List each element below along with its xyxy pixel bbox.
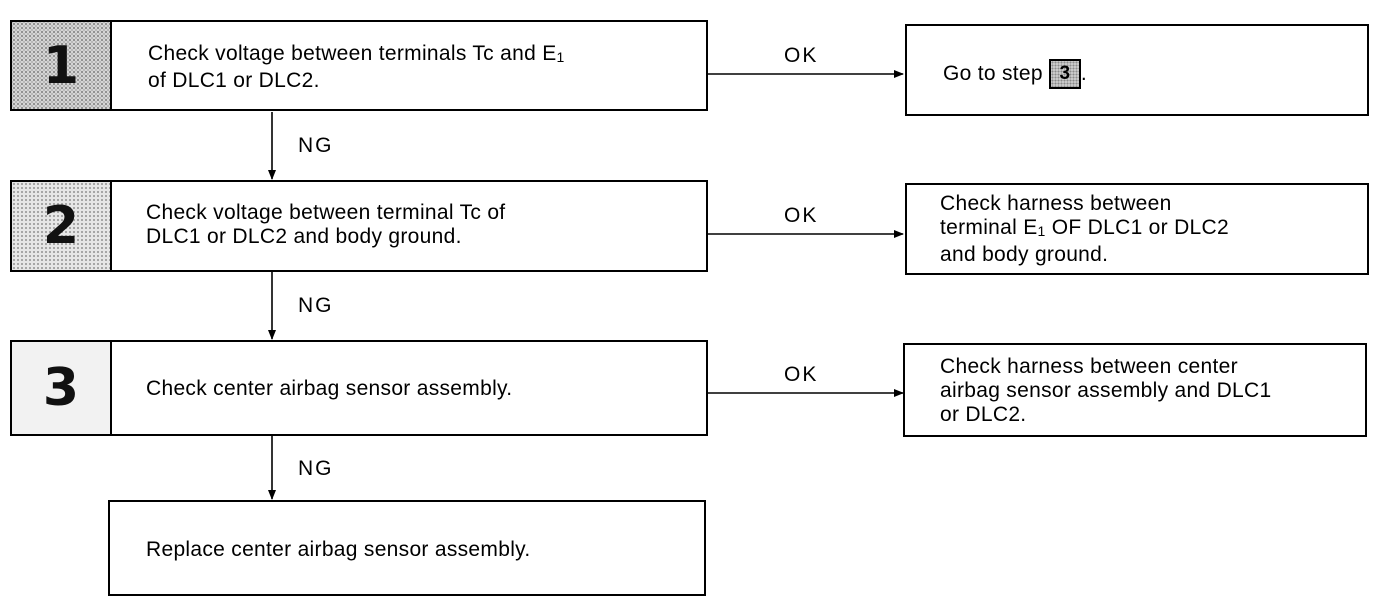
step-3-result-text: Check harness between center airbag sens… [940,355,1271,427]
step-1-subscript: 1 [556,49,565,65]
step-2-result-line2-rest: OF DLC1 or DLC2 [1045,216,1229,239]
step-1-ok-label: OK [784,44,819,67]
step-2-line1: Check voltage between terminal Tc of [146,201,506,224]
step-3-result-line3: or DLC2. [940,403,1027,426]
step-3-text: Check center airbag sensor assembly. [146,377,512,401]
final-action-text: Replace center airbag sensor assembly. [146,538,531,561]
step-1-box: Check voltage between terminals Tc and E… [110,20,708,111]
step-3-number: 3 [10,340,112,436]
step-3-ng-label: NG [298,457,334,480]
step-1-line2: of DLC1 or DLC2. [148,69,320,92]
step-3-reference: 3 [1048,59,1081,90]
step-1-number-label: 1 [42,35,80,96]
step-2-result-line3: and body ground. [940,243,1109,266]
step-1-ng-label: NG [298,134,334,157]
step-2-ok-label: OK [784,204,819,227]
step-2-line2: DLC1 or DLC2 and body ground. [146,225,462,248]
step-1-number: 1 [10,20,112,111]
final-action-box: Replace center airbag sensor assembly. [108,500,706,596]
step-2-result-box: Check harness between terminal E1 OF DLC… [905,183,1369,275]
step-3-box: Check center airbag sensor assembly. [110,340,708,436]
step-3-result-line1: Check harness between center [940,355,1238,378]
step-1-line1: Check voltage between terminals Tc and E [148,42,557,65]
goto-step-label: Go to step [943,62,1043,85]
step-2-number: 2 [10,180,112,272]
step-1-text: Check voltage between terminals Tc and E… [148,42,565,93]
step-3-ok-label: OK [784,363,819,386]
step-2-result-subscript: 1 [1037,223,1046,239]
step-2-number-label: 2 [42,196,80,256]
step-2-result-text: Check harness between terminal E1 OF DLC… [940,192,1229,267]
step-3-number-label: 3 [42,358,80,418]
step-2-ng-label: NG [298,294,334,317]
step-3-result-line2: airbag sensor assembly and DLC1 [940,379,1272,402]
step-3-line1: Check center airbag sensor assembly. [146,377,513,400]
step-3-result-box: Check harness between center airbag sens… [903,343,1367,437]
step-2-result-line2: terminal E [940,216,1038,239]
goto-step-period: . [1080,62,1088,85]
step-2-box: Check voltage between terminal Tc of DLC… [110,180,708,272]
step-2-text: Check voltage between terminal Tc of DLC… [146,201,505,249]
step-2-result-line1: Check harness between [940,192,1172,215]
